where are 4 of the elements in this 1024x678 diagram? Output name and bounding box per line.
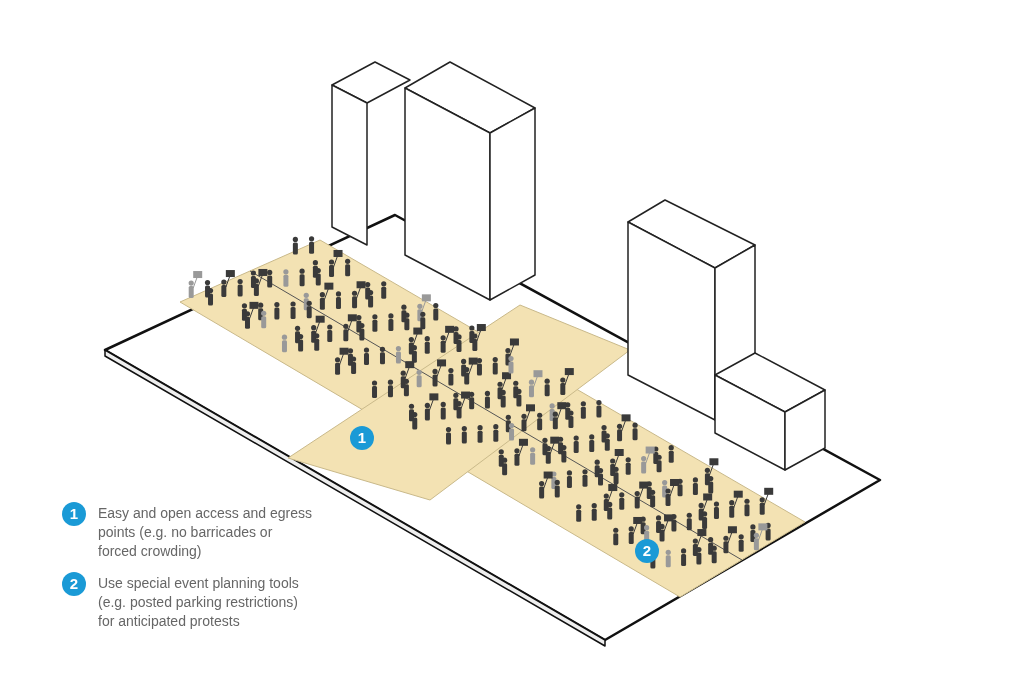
legend-text: Easy and open access and egress points (e.g. no barricades or forced crowding) <box>98 504 313 561</box>
legend-text: Use special event planning tools (e.g. posted parking restrictions) for anticipated protests <box>98 574 300 631</box>
callout-number: 2 <box>62 572 86 596</box>
callout-number: 1 <box>62 502 86 526</box>
